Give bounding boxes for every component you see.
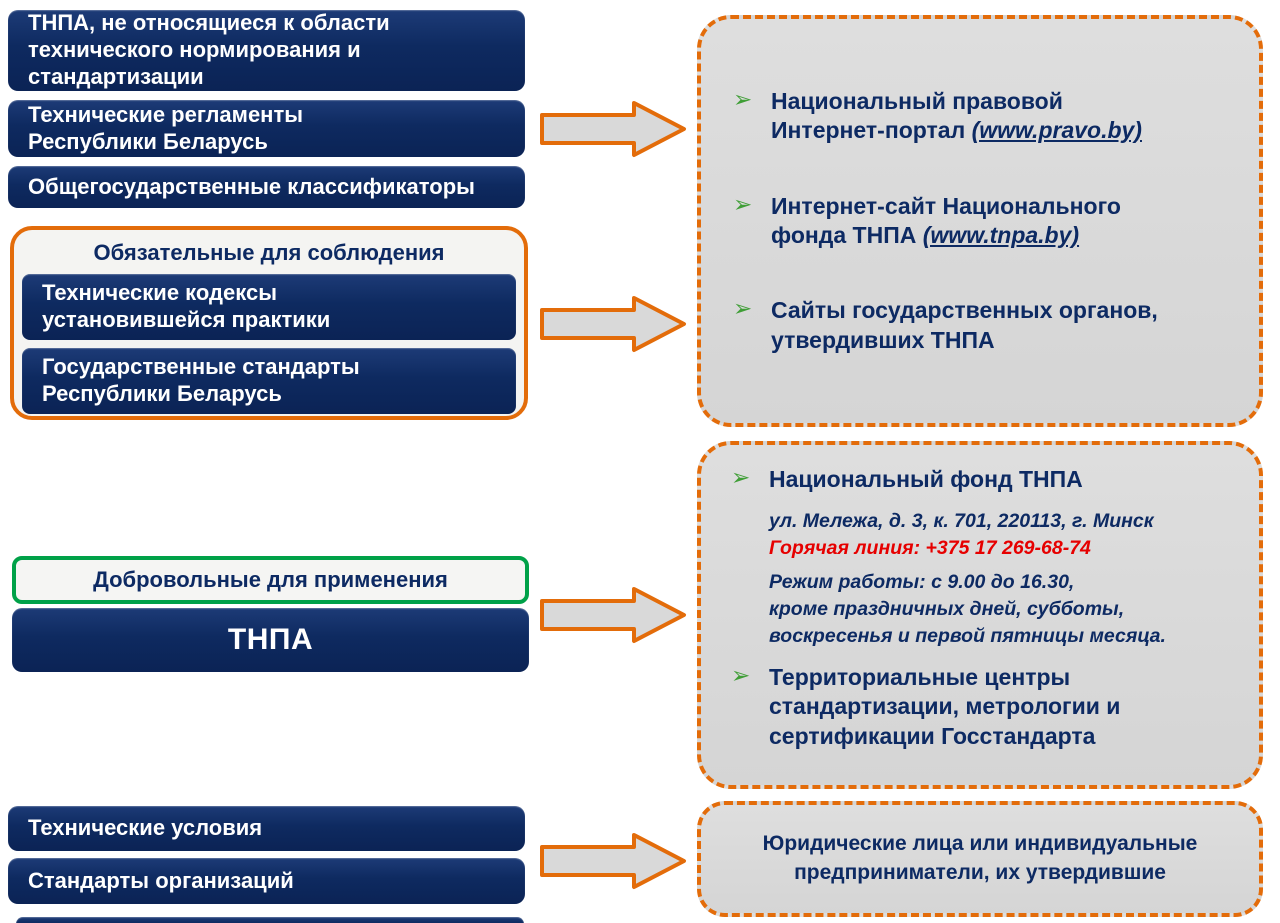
arrow-bullet-icon: ➢	[733, 296, 753, 323]
approvers-text: Юридические лица или индивидуальные пред…	[701, 805, 1259, 913]
text-line: Интернет-сайт Национального	[771, 192, 1121, 219]
text-line: Технические кодексы	[42, 280, 277, 306]
list-item: ➢ Интернет-сайт Национального фонда ТНПА…	[733, 192, 1235, 251]
text-line: Технические условия	[28, 815, 263, 841]
flow-arrow-bottom	[538, 830, 688, 892]
right-arrow-icon	[540, 296, 686, 352]
list-item: ➢ Национальный фонд ТНПА	[731, 465, 1239, 494]
box-org-standards: Стандарты организаций	[8, 858, 525, 904]
text-line: Территориальные центры	[769, 664, 1071, 691]
fund-hotline: Горячая линия: +375 17 269-68-74	[769, 536, 1091, 559]
box-other-tnpa: ТНПА, не относящиеся к области техническ…	[8, 10, 525, 91]
text-line: ТНПА, не относящиеся к области	[28, 10, 390, 36]
box-technical-codes: Технические кодексы установившейся практ…	[22, 274, 516, 340]
voluntary-group-title-box: Добровольные для применения	[12, 556, 529, 604]
list-item-text: Национальный правовой Интернет-портал (w…	[771, 87, 1142, 146]
text-line: Национальный правовой	[771, 87, 1063, 114]
text-line: сертификации Госстандарта	[769, 722, 1096, 749]
list-item: ➢ Территориальные центры стандартизации,…	[731, 663, 1239, 751]
list-item: ➢ Национальный правовой Интернет-портал …	[733, 87, 1235, 146]
text-line: фонда ТНПА (www.tnpa.by)	[771, 221, 1121, 250]
text-line: Технические регламенты	[28, 101, 304, 127]
text-line: Республики Беларусь	[42, 381, 282, 406]
flow-arrow-top	[538, 96, 688, 162]
text-line: воскресенья и первой пятницы месяца.	[769, 624, 1166, 647]
text-line: стандартизации	[28, 63, 204, 89]
text-line: Стандарты организаций	[28, 867, 294, 893]
publication-sources-box: ➢ Национальный правовой Интернет-портал …	[697, 15, 1263, 427]
mandatory-group: Обязательные для соблюдения Технические …	[10, 226, 528, 420]
right-arrow-icon	[540, 587, 686, 643]
list-item: ➢ Сайты государственных органов, утверди…	[733, 296, 1235, 355]
text-line: кроме праздничных дней, субботы,	[769, 597, 1125, 620]
box-tech-regulations: Технические регламенты Республики Белару…	[8, 100, 525, 157]
box-state-standards: Государственные стандарты Республики Бел…	[22, 348, 516, 414]
text-line: Юридические лица или индивидуальные	[762, 832, 1198, 856]
box-classifiers: Общегосударственные классификаторы	[8, 166, 525, 208]
list-item-text: Интернет-сайт Национального фонда ТНПА (…	[771, 192, 1121, 251]
text-line: предприниматели, их утвердившие	[794, 861, 1166, 884]
text-line: установившейся практики	[42, 307, 331, 332]
flow-arrow-voluntary	[538, 582, 688, 648]
voluntary-group-title: Добровольные для применения	[93, 567, 448, 592]
text-line: ТНПА	[227, 622, 314, 656]
text-line: стандартизации, метрологии и	[769, 693, 1121, 720]
text-line: Сайты государственных органов,	[771, 297, 1158, 324]
publication-sources-list: ➢ Национальный правовой Интернет-портал …	[701, 19, 1259, 423]
national-fund-content: ➢ Национальный фонд ТНПА ул. Мележа, д. …	[701, 445, 1259, 785]
text-line: утвердивших ТНПА	[771, 326, 995, 353]
text-segment: фонда ТНПА	[771, 222, 923, 248]
national-fund-box: ➢ Национальный фонд ТНПА ул. Мележа, д. …	[697, 441, 1263, 789]
text-line: Режим работы: с 9.00 до 16.30,	[769, 571, 1075, 594]
text-line: Республики Беларусь	[28, 128, 268, 154]
text-line: Интернет-портал (www.pravo.by)	[771, 116, 1142, 145]
arrow-bullet-icon: ➢	[733, 191, 753, 218]
approvers-box: Юридические лица или индивидуальные пред…	[697, 801, 1263, 917]
arrow-bullet-icon: ➢	[731, 663, 751, 690]
tnpa-by-link[interactable]: (www.tnpa.by)	[922, 222, 1080, 248]
text-segment: Интернет-портал	[771, 117, 972, 144]
pravo-by-link[interactable]: (www.pravo.by)	[971, 117, 1142, 144]
arrow-bullet-icon: ➢	[731, 465, 751, 491]
territorial-centers-text: Территориальные центры стандартизации, м…	[769, 663, 1120, 751]
flow-arrow-mandatory	[538, 291, 688, 357]
text-line: технического нормирования и	[28, 37, 361, 63]
fund-address: ул. Мележа, д. 3, к. 701, 220113, г. Мин…	[769, 510, 1154, 533]
text-line: Государственные стандарты	[42, 354, 360, 380]
arrow-bullet-icon: ➢	[733, 86, 753, 113]
fund-schedule: Режим работы: с 9.00 до 16.30, кроме пра…	[769, 569, 1239, 649]
mandatory-group-title: Обязательные для соблюдения	[93, 240, 445, 265]
text-line: Общегосударственные классификаторы	[28, 173, 475, 199]
partial-box-cutoff	[16, 917, 524, 923]
right-arrow-icon	[540, 101, 686, 157]
list-item-text: Сайты государственных органов, утвердивш…	[771, 296, 1158, 355]
fund-title: Национальный фонд ТНПА	[769, 466, 1083, 492]
right-arrow-icon	[540, 833, 686, 889]
box-tech-conditions: Технические условия	[8, 806, 525, 851]
box-tnpa: ТНПА	[12, 608, 529, 672]
